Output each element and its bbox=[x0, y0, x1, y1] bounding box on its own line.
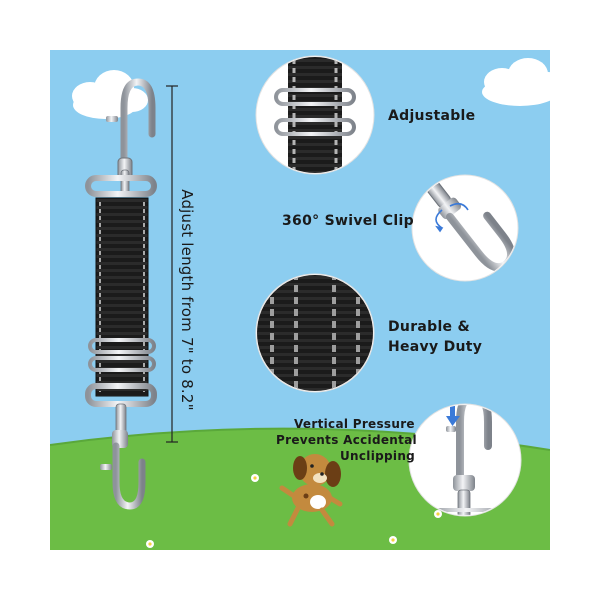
callout-pressure bbox=[408, 403, 522, 517]
feature-label-adjustable: Adjustable bbox=[388, 108, 476, 124]
feature-label-durable-line2: Heavy Duty bbox=[388, 339, 483, 355]
feature-label-swivel: 360° Swivel Clip bbox=[282, 213, 414, 229]
flower-icon bbox=[434, 510, 442, 518]
feature-label-pressure-line1: Vertical Pressure bbox=[294, 417, 415, 431]
dimension-line bbox=[166, 85, 178, 443]
flower-icon bbox=[251, 474, 259, 482]
scene-svg bbox=[50, 50, 550, 550]
rotate-arrows-icon bbox=[435, 202, 469, 233]
leash-extender-product bbox=[85, 78, 157, 510]
arrow-down-icon bbox=[446, 406, 460, 426]
carabiner-clip-icon bbox=[428, 405, 512, 515]
callout-adjustable bbox=[255, 55, 375, 175]
feature-label-durable-line1: Durable & bbox=[388, 319, 471, 335]
carabiner-clip-icon bbox=[106, 78, 156, 197]
length-range-label: Adjust length from 7" to 8.2" bbox=[178, 189, 196, 411]
callout-durable bbox=[255, 273, 375, 393]
feature-label-pressure-line3: Unclipping bbox=[340, 449, 416, 463]
cloud-icon bbox=[482, 58, 550, 106]
product-image-panel: Adjustable 360° Swivel Clip Durable & He… bbox=[50, 50, 550, 550]
feature-label-pressure-line2: Prevents Accidental bbox=[276, 433, 417, 447]
flower-icon bbox=[389, 536, 397, 544]
carabiner-clip-icon bbox=[100, 403, 146, 510]
flower-icon bbox=[146, 540, 154, 548]
dog-illustration bbox=[279, 454, 343, 527]
